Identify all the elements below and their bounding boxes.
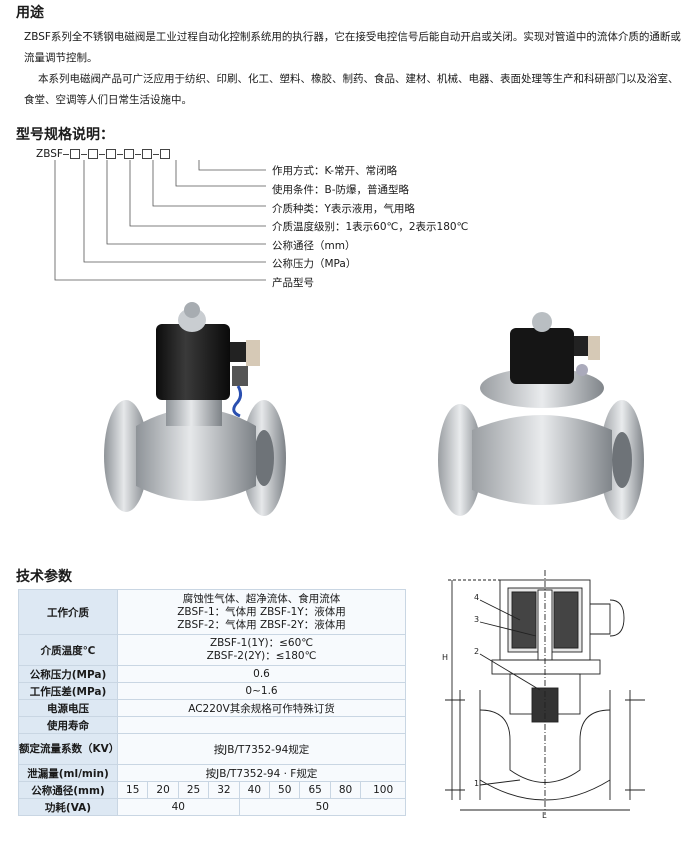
- spec-header-temperature: 介质温度℃: [18, 634, 118, 666]
- model-label-condition: 使用条件：B-防爆，普通型略: [272, 184, 409, 196]
- spec-power-value: 40: [117, 798, 240, 816]
- spec-value-temperature: ZBSF-1(1Y)：≤60℃ ZBSF-2(2Y)：≤180℃: [117, 634, 406, 666]
- spec-dn-value: 25: [177, 781, 210, 799]
- table-row: 公称通径(mm) 15 20 25 32 40 50 65 80 100: [18, 781, 406, 799]
- drawing-label: H: [442, 653, 448, 662]
- valve-photo-left: [104, 302, 286, 516]
- model-label-medium: 介质种类：Y表示液用，气用略: [272, 203, 415, 215]
- usage-heading: 用途: [16, 5, 44, 21]
- spec-value-line: ZBSF-2：气体用 ZBSF-2Y：液体用: [177, 618, 346, 631]
- table-row: 工作介质 腐蚀性气体、超净流体、食用流体 ZBSF-1：气体用 ZBSF-1Y：…: [18, 589, 406, 635]
- spec-dn-value: 32: [208, 781, 240, 799]
- spec-header-lifetime: 使用寿命: [18, 716, 118, 734]
- model-label-temperature: 介质温度级别：1表示60℃，2表示180℃: [272, 221, 469, 233]
- model-label-diameter: 公称通径（mm）: [272, 240, 356, 252]
- spec-value-leakage: 按JB/T7352-94 · F规定: [117, 764, 406, 782]
- valve-cross-section-drawing: 4 3 2 1 H L: [442, 570, 645, 820]
- table-row: 额定流量系数（KV） 按JB/T7352-94规定: [18, 733, 406, 765]
- model-heading: 型号规格说明：: [16, 127, 114, 143]
- table-row: 泄漏量(ml/min) 按JB/T7352-94 · F规定: [18, 764, 406, 782]
- model-leader-lines: [54, 160, 266, 281]
- spec-value-line: 腐蚀性气体、超净流体、食用流体: [182, 592, 341, 605]
- spec-dn-value: 65: [299, 781, 331, 799]
- model-code: ZBSF: [36, 148, 171, 160]
- spec-power-value: 50: [238, 798, 407, 816]
- spec-dn-value: 20: [147, 781, 179, 799]
- spec-dn-value: 15: [116, 781, 149, 799]
- spec-value-nominal-pressure: 0.6: [117, 665, 406, 683]
- table-row: 功耗(VA) 40 50: [18, 798, 407, 816]
- drawing-label: 2: [474, 647, 479, 656]
- spec-value-voltage: AC220V其余规格可作特殊订货: [117, 699, 406, 717]
- model-label-product: 产品型号: [272, 277, 314, 289]
- spec-dn-value: 80: [329, 781, 362, 799]
- drawing-label: 4: [474, 593, 479, 602]
- drawing-label: L: [542, 811, 547, 820]
- spec-dn-value: 50: [269, 781, 301, 799]
- spec-header-working-pressure: 工作压差(MPa): [18, 682, 118, 700]
- drawing-label: 1: [474, 779, 479, 788]
- spec-value-medium: 腐蚀性气体、超净流体、食用流体 ZBSF-1：气体用 ZBSF-1Y：液体用 Z…: [117, 589, 406, 635]
- spec-header-medium: 工作介质: [18, 589, 118, 635]
- spec-header-diameter: 公称通径(mm): [18, 781, 118, 799]
- spec-header-kv: 额定流量系数（KV）: [18, 733, 119, 765]
- spec-header-nominal-pressure: 公称压力(MPa): [18, 665, 118, 683]
- spec-header-voltage: 电源电压: [18, 699, 118, 717]
- model-code-prefix: ZBSF: [36, 148, 63, 160]
- drawing-label: 3: [474, 615, 479, 624]
- tech-heading: 技术参数: [16, 569, 72, 585]
- spec-value-lifetime: [117, 716, 406, 734]
- spec-header-leakage: 泄漏量(ml/min): [18, 764, 118, 782]
- spec-dn-value: 40: [238, 781, 271, 799]
- spec-value-line: ZBSF-1(1Y)：≤60℃: [209, 637, 314, 649]
- model-label-pressure: 公称压力（MPa）: [272, 258, 357, 270]
- spec-value-kv: 按JB/T7352-94规定: [117, 733, 406, 765]
- table-row: 公称压力(MPa) 0.6: [18, 665, 406, 683]
- table-row: 介质温度℃ ZBSF-1(1Y)：≤60℃ ZBSF-2(2Y)：≤180℃: [18, 634, 406, 666]
- usage-paragraph-2: 本系列电磁阀产品可广泛应用于纺织、印刷、化工、塑料、橡胶、制药、食品、建材、机械…: [24, 69, 684, 111]
- spec-table: 工作介质 腐蚀性气体、超净流体、食用流体 ZBSF-1：气体用 ZBSF-1Y：…: [18, 589, 407, 816]
- spec-value-line: ZBSF-2(2Y)：≤180℃: [206, 650, 317, 662]
- model-label-action: 作用方式：K-常开、常闭略: [272, 165, 398, 177]
- valve-photo-right: [438, 312, 644, 520]
- table-row: 电源电压 AC220V其余规格可作特殊订货: [18, 699, 406, 717]
- spec-value-working-pressure: 0~1.6: [117, 682, 406, 700]
- spec-value-line: ZBSF-1：气体用 ZBSF-1Y：液体用: [177, 605, 346, 618]
- spec-header-power: 功耗(VA): [18, 798, 118, 816]
- usage-paragraph-1: ZBSF系列全不锈钢电磁阀是工业过程自动化控制系统用的执行器，它在接受电控信号后…: [24, 27, 684, 69]
- spec-dn-value: 100: [360, 781, 406, 799]
- usage-text-2: 本系列电磁阀产品可广泛应用于纺织、印刷、化工、塑料、橡胶、制药、食品、建材、机械…: [24, 73, 679, 106]
- table-row: 使用寿命: [18, 716, 406, 734]
- table-row: 工作压差(MPa) 0~1.6: [18, 682, 406, 700]
- usage-text-1: ZBSF系列全不锈钢电磁阀是工业过程自动化控制系统用的执行器，它在接受电控信号后…: [24, 31, 681, 64]
